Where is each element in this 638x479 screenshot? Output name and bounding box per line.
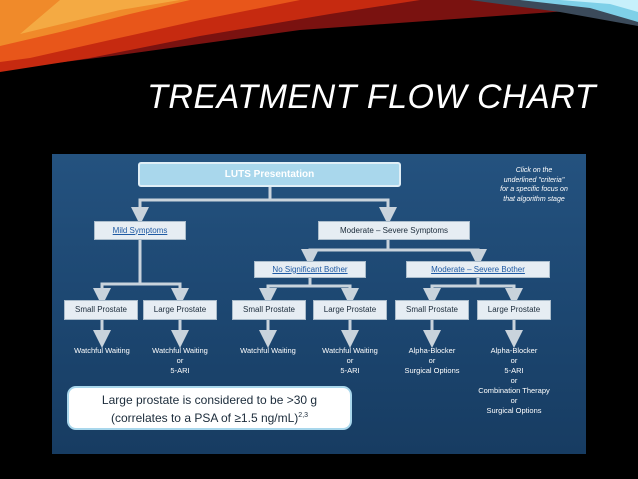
- mild-symptoms-link[interactable]: Mild Symptoms: [94, 221, 186, 240]
- large-prostate-definition-box: Large prostate is considered to be >30 g…: [67, 386, 352, 430]
- outcome-mild-small: Watchful Waiting: [74, 346, 130, 355]
- large-prostate-node: Large Prostate: [313, 300, 387, 320]
- small-prostate-node: Small Prostate: [64, 300, 138, 320]
- moderate-severe-symptoms-node: Moderate – Severe Symptoms: [318, 221, 470, 240]
- outcome-nobother-small: Watchful Waiting: [240, 346, 296, 355]
- slide-title: TREATMENT FLOW CHART: [147, 78, 596, 116]
- large-prostate-node: Large Prostate: [143, 300, 217, 320]
- small-prostate-node: Small Prostate: [232, 300, 306, 320]
- no-significant-bother-link[interactable]: No Significant Bother: [254, 261, 366, 278]
- outcome-bother-large: Alpha-Blocker or 5-ARI or Combination Th…: [478, 346, 550, 415]
- instruction-note: Click on the underlined "criteria" for a…: [500, 167, 568, 203]
- luts-presentation-node: LUTS Presentation: [138, 162, 401, 187]
- moderate-severe-bother-link[interactable]: Moderate – Severe Bother: [406, 261, 550, 278]
- outcome-bother-small: Alpha-Blocker or Surgical Options: [404, 346, 460, 375]
- large-prostate-node: Large Prostate: [477, 300, 551, 320]
- outcome-mild-large: Watchful Waiting or 5-ARI: [152, 346, 208, 375]
- small-prostate-node: Small Prostate: [395, 300, 469, 320]
- outcome-nobother-large: Watchful Waiting or 5-ARI: [322, 346, 378, 375]
